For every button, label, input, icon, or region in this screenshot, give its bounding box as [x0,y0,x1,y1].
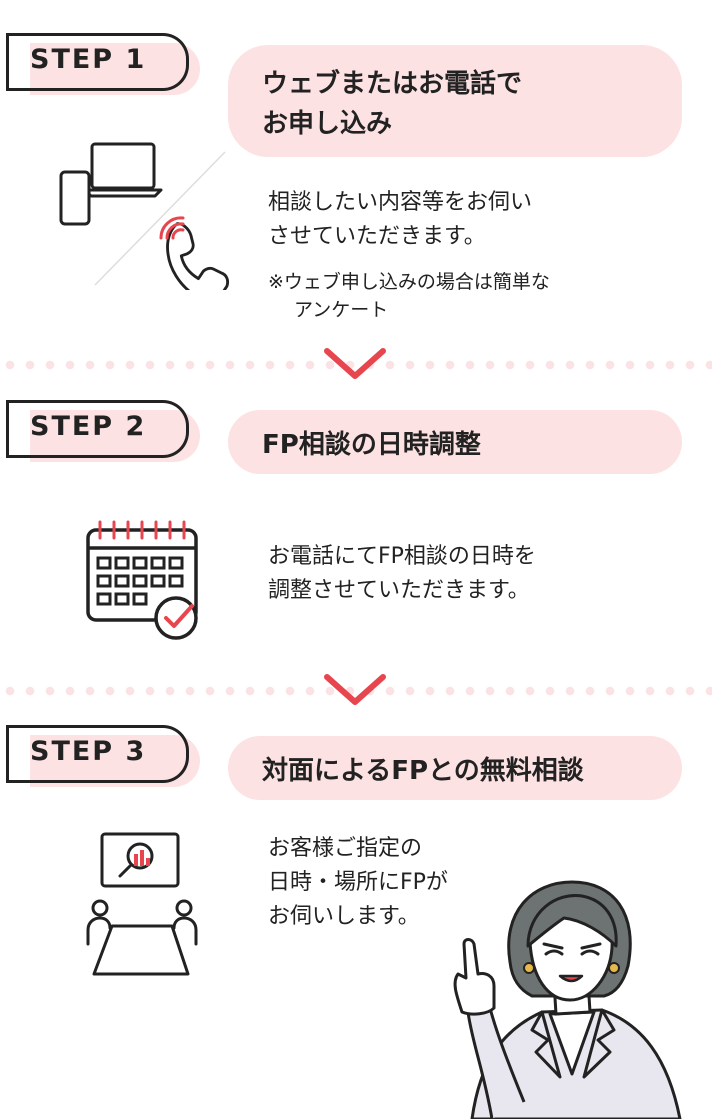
step-3-desc-line1: お客様ご指定の [268,836,423,861]
step-1-title-line2: お申し込み [262,109,393,139]
smartphone-icon [59,170,91,226]
dotted-divider-2 [0,686,712,696]
step-3-desc-line3: お伺いします。 [268,904,420,929]
dotted-divider-1 [0,360,712,370]
chevron-down-icon [324,348,386,379]
step-3-description: お客様ご指定の 日時・場所にFPが お伺いします。 [268,832,448,934]
step-2-title-text: FP相談の日時調整 [262,430,481,460]
step-2-title: FP相談の日時調整 [228,410,682,474]
step-1-note: ※ウェブ申し込みの場合は簡単な アンケート [268,268,550,324]
step-2-label: STEP 2 [30,411,147,442]
step-1-label: STEP 1 [30,44,147,75]
step-3-title: 対面によるFPとの無料相談 [228,736,682,800]
step-3-desc-line2: 日時・場所にFPが [268,870,448,895]
advisor-illustration [453,880,682,1119]
step-3-label: STEP 3 [30,736,147,767]
step-1-desc-line1: 相談したい内容等をお伺い [268,190,533,215]
step-1-desc-line2: させていただきます。 [268,224,486,249]
step-1-badge: STEP 1 [0,33,205,97]
step-2-badge: STEP 2 [0,400,205,464]
step-3-title-text: 対面によるFPとの無料相談 [262,756,584,786]
step-1-description: 相談したい内容等をお伺い させていただきます。 [268,186,532,254]
step-2-description: お電話にてFP相談の日時を 調整させていただきます。 [268,540,536,608]
phone-call-icon [159,216,230,290]
step-1-note-line1: ※ウェブ申し込みの場合は簡単な [268,271,550,293]
step-2-desc-line1: お電話にてFP相談の日時を [268,544,536,569]
chevron-down-icon [324,674,386,705]
step-1-title-line1: ウェブまたはお電話で [262,69,523,99]
laptop-icon [83,142,163,198]
step-1-illustration [59,142,230,290]
calendar-check-icon [86,520,198,640]
step-1-note-line2: アンケート [294,299,389,321]
step-1-title: ウェブまたはお電話で お申し込み [228,45,682,157]
consultation-icon [86,832,198,976]
step-3-badge: STEP 3 [0,725,205,789]
step-2-desc-line2: 調整させていただきます。 [268,578,530,603]
